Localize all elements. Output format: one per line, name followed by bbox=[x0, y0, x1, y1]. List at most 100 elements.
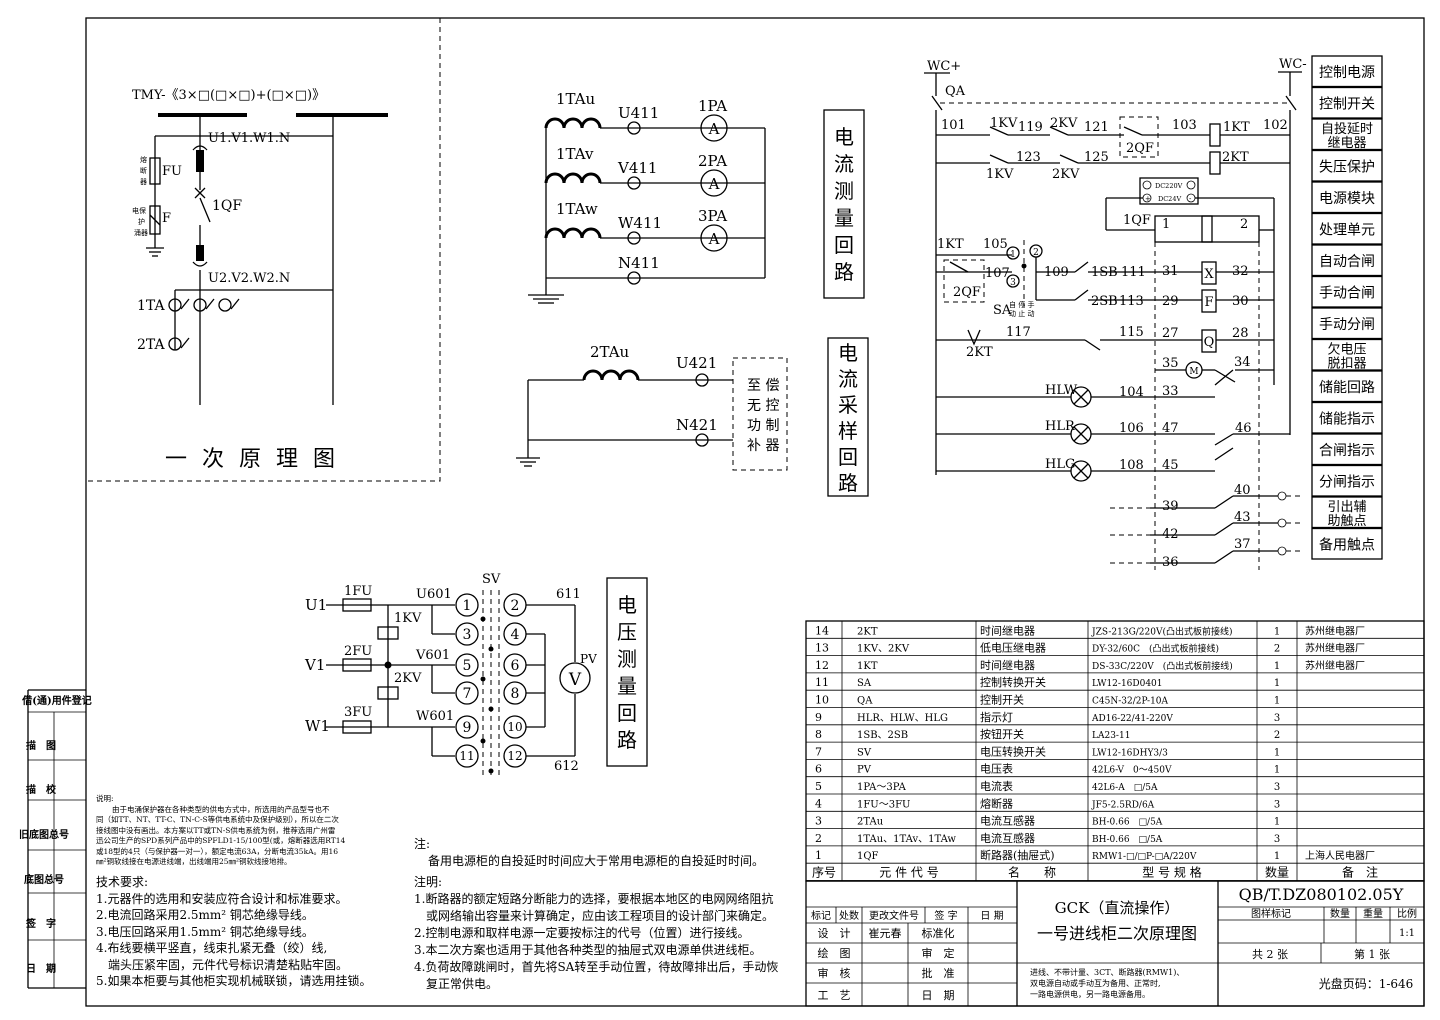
f-label: F bbox=[162, 211, 171, 226]
legend-cell: 合闸指示 bbox=[1311, 433, 1383, 466]
svg-text:117: 117 bbox=[1006, 325, 1031, 340]
bom-cell: 熔断器 bbox=[980, 796, 1013, 810]
tech-line: 3.电压回路采用1.5mm² 铜芯绝缘导线。 bbox=[96, 924, 314, 939]
bom-cell: 3 bbox=[1274, 799, 1280, 810]
svg-text:量: 量 bbox=[834, 206, 854, 230]
compensator-text: 功 制 bbox=[747, 418, 779, 434]
bom-cell: LW12-16DHY3/3 bbox=[1092, 748, 1168, 758]
bom-cell: 8 bbox=[815, 728, 822, 741]
svg-text:1: 1 bbox=[1010, 250, 1016, 260]
svg-text:27: 27 bbox=[1162, 326, 1179, 341]
svg-text:签 字: 签 字 bbox=[934, 909, 957, 922]
svg-text:7: 7 bbox=[463, 686, 472, 702]
bom-cell: 1 bbox=[1274, 747, 1280, 758]
svg-text:回: 回 bbox=[834, 233, 854, 257]
svg-text:共 2 张: 共 2 张 bbox=[1252, 948, 1288, 961]
left-strip-labels: 借(通)用件登记 描 图 描 校 旧底图总号 底图总号 签 字 日 期 bbox=[19, 694, 92, 975]
wire-label: W601 bbox=[416, 709, 454, 724]
voltage-measure-box: 电 压 测 量 回 路 bbox=[606, 577, 648, 767]
spd-note: 电保 bbox=[132, 206, 146, 215]
svg-text:设 计: 设 计 bbox=[818, 927, 851, 940]
svg-text:回: 回 bbox=[617, 701, 637, 725]
svg-text:1QF: 1QF bbox=[1123, 213, 1151, 228]
legend-label: 失压保护 bbox=[1319, 159, 1375, 175]
svg-text:2KT: 2KT bbox=[1222, 150, 1249, 165]
legend-label: 储能指示 bbox=[1319, 411, 1375, 427]
svg-text:108: 108 bbox=[1119, 458, 1144, 473]
svg-text:回: 回 bbox=[838, 445, 858, 469]
svg-text:2KT: 2KT bbox=[966, 345, 993, 360]
compensator-text: 补 器 bbox=[747, 438, 779, 454]
svg-text:28: 28 bbox=[1232, 326, 1249, 341]
svg-text:双电源自动或手动互为备用、正常时,: 双电源自动或手动互为备用、正常时, bbox=[1030, 978, 1161, 988]
bom-cell: 1 bbox=[1274, 765, 1280, 776]
note-line: 备用电源柜的自投延时时间应大于常用电源柜的自投延时时间。 bbox=[428, 854, 765, 868]
ct-label: 1TAv bbox=[556, 145, 594, 163]
bom-cell: 断路器(抽屉式) bbox=[980, 848, 1055, 862]
bom-cell: 数量 bbox=[1265, 865, 1289, 880]
svg-text:比例: 比例 bbox=[1397, 907, 1417, 920]
busbar-spec: TMY-《3×□(□×□)+(□×□)》 bbox=[132, 88, 325, 103]
svg-text:2QF: 2QF bbox=[1126, 141, 1154, 156]
bom-cell: 1FU～3FU bbox=[857, 799, 910, 810]
wire-label: U411 bbox=[618, 104, 659, 122]
sheet-title: 一号进线柜二次原理图 bbox=[1037, 924, 1197, 943]
note-line: 由于电涌保护器在各种类型的供电方式中，所选用的产品型号也不 bbox=[112, 804, 330, 814]
svg-text:1: 1 bbox=[463, 598, 472, 614]
svg-text:119: 119 bbox=[1018, 120, 1043, 135]
svg-text:电: 电 bbox=[834, 125, 854, 149]
ammeter-icon: A bbox=[700, 114, 728, 142]
bom-cell: 4 bbox=[815, 797, 822, 810]
svg-text:X: X bbox=[1204, 267, 1214, 282]
primary-diagram: TMY-《3×□(□×□)+(□×□)》 U1.V1.W1.N 1QF FU 熔… bbox=[86, 18, 441, 482]
note-zhu: 注: 备用电源柜的自投延时时间应大于常用电源柜的自投延时时间。 bbox=[414, 836, 764, 870]
bom-cell: BH-0.66 □/5A bbox=[1092, 835, 1163, 845]
legend-label: 储能回路 bbox=[1319, 380, 1375, 396]
dc24-label: DC24V bbox=[1158, 195, 1181, 203]
bom-cell: 2 bbox=[1274, 644, 1280, 655]
bom-cell: SV bbox=[857, 747, 872, 758]
legend-cell: 备用触点 bbox=[1311, 527, 1383, 560]
bom-cell: RMW1-□/□P-□A/220V bbox=[1092, 852, 1197, 862]
svg-text:HLW: HLW bbox=[1045, 383, 1078, 398]
svg-text:标准化: 标准化 bbox=[922, 926, 955, 940]
phase-label: U1 bbox=[305, 596, 327, 614]
terminal bbox=[627, 176, 641, 190]
svg-text:47: 47 bbox=[1162, 421, 1179, 436]
note-line: 1.断路器的额定短路分断能力的选择，要根据本地区的电网网络阻抗 bbox=[414, 892, 774, 906]
svg-text:电: 电 bbox=[838, 341, 858, 365]
bom-cell: 1 bbox=[1274, 661, 1280, 672]
bus-phases-bottom: U2.V2.W2.N bbox=[208, 271, 290, 286]
note-title: 注明: bbox=[414, 875, 443, 889]
bom-cell: JF5-2.5RD/6A bbox=[1091, 800, 1155, 810]
svg-text:2: 2 bbox=[511, 598, 520, 614]
spd-note: 护 bbox=[138, 217, 145, 226]
svg-text:103: 103 bbox=[1172, 118, 1197, 133]
svg-text:109: 109 bbox=[1044, 265, 1069, 280]
strip-label: 描 图 bbox=[26, 739, 56, 752]
legend-cell: 手动分闸 bbox=[1311, 307, 1383, 340]
compensator-text: 无 控 bbox=[747, 398, 779, 414]
svg-text:F: F bbox=[1204, 295, 1213, 310]
legend-label: 手动合闸 bbox=[1319, 285, 1375, 301]
bom-cell: 指示灯 bbox=[980, 710, 1013, 724]
note-line: 或18型的4只（与保护器一对一），额定电流63A，分断电流35kA。用16 bbox=[96, 846, 339, 856]
gck-subtitle: GCK（直流操作） bbox=[1055, 899, 1180, 917]
ammeter-icon: A bbox=[700, 224, 728, 252]
legend-label: 控制电源 bbox=[1319, 65, 1375, 81]
svg-text:一路电源供电，另一路电源备用。: 一路电源供电，另一路电源备用。 bbox=[1030, 989, 1150, 999]
relay-coil-icon bbox=[377, 626, 399, 640]
fuse-label: 1FU bbox=[344, 584, 372, 599]
legend-label: 自投延时 bbox=[1321, 121, 1373, 137]
note-line: 迅公司生产的SPD系列产品中的SPFLD1-15/100型(或，熔断器选用RT1… bbox=[96, 836, 346, 845]
bom-cell: 低电压继电器 bbox=[980, 642, 1046, 655]
strip-label: 旧底图总号 bbox=[19, 828, 69, 841]
svg-text:12: 12 bbox=[507, 749, 522, 763]
phase-label: V1 bbox=[304, 656, 325, 674]
bom-cell: 1PA～3PA bbox=[857, 782, 907, 793]
current-measure-box: 电 流 测 量 回 路 bbox=[823, 109, 865, 299]
title-block: 标记 处数 更改文件号 签 字 日 期 设 计 崔元春 标准化 绘 图 审 定 … bbox=[805, 880, 1425, 1007]
svg-text:2QF: 2QF bbox=[953, 285, 981, 300]
